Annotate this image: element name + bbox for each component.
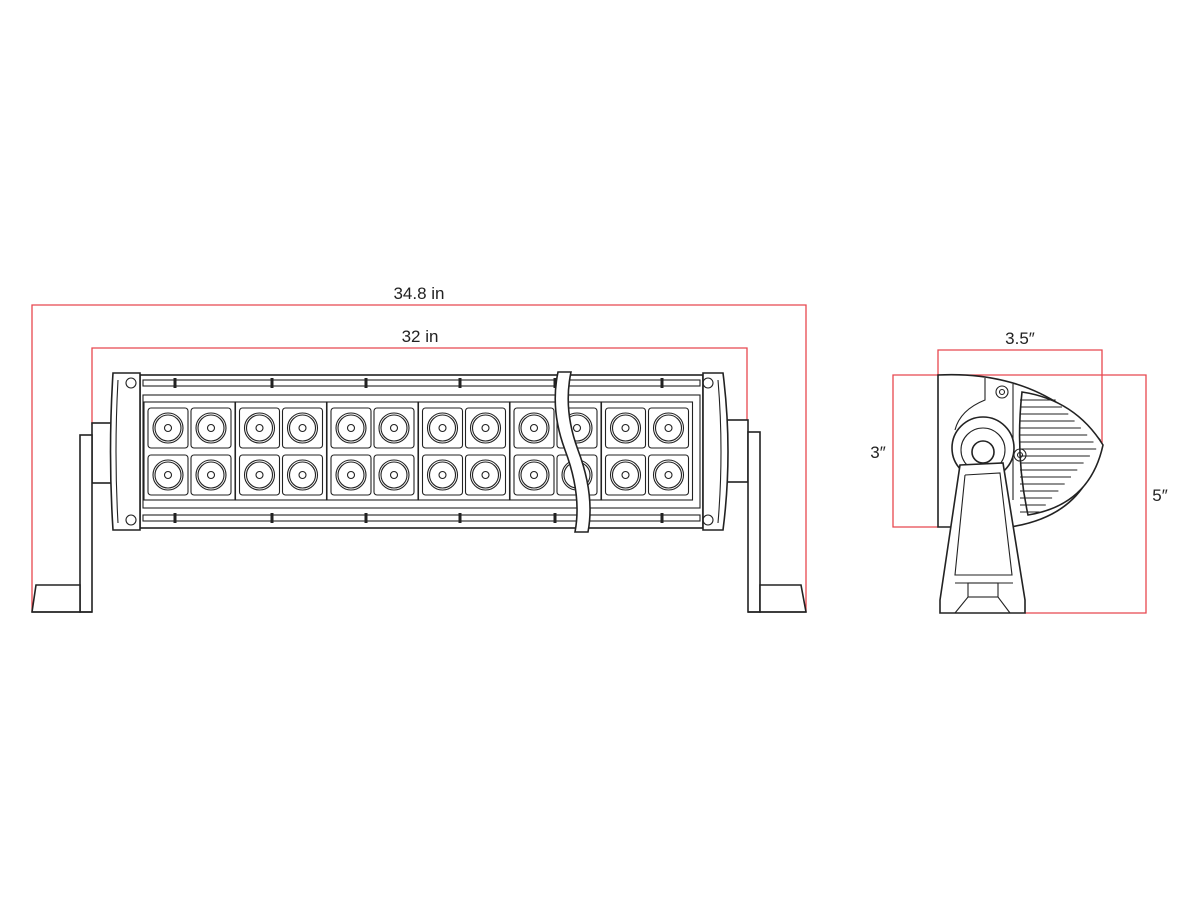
led-array [143, 401, 694, 501]
led-cell [190, 407, 232, 449]
led-cell [464, 454, 507, 496]
total-height-dimension [938, 374, 1147, 614]
total-height-label: 5″ [1152, 486, 1167, 505]
led-cell [373, 407, 415, 449]
depth-dimension [937, 349, 1103, 445]
led-cell [190, 454, 232, 496]
housing-height-dimension [892, 374, 938, 528]
led-module [600, 401, 694, 501]
led-cell [464, 407, 507, 449]
led-cell [281, 454, 324, 496]
led-cell [647, 407, 690, 449]
led-cell [281, 407, 324, 449]
right-mount-bracket [726, 419, 807, 613]
led-cell [330, 454, 372, 496]
led-cell [647, 454, 690, 496]
light-bar-housing [109, 372, 729, 531]
led-cell [421, 407, 464, 449]
led-cell [147, 454, 189, 496]
led-cell [147, 407, 189, 449]
overall-length-label: 34.8 in [393, 284, 444, 303]
led-cell [604, 454, 647, 496]
led-cell [604, 407, 647, 449]
led-cell [513, 407, 555, 449]
led-cell [373, 454, 415, 496]
led-cell [238, 454, 281, 496]
break-line [554, 371, 591, 533]
depth-label: 3.5″ [1005, 329, 1035, 348]
light-length-label: 32 in [402, 327, 439, 346]
led-cell [421, 454, 464, 496]
light-length-dimension [91, 347, 748, 425]
housing-height-label: 3″ [870, 443, 885, 462]
left-mount-bracket [31, 422, 115, 613]
overall-length-dimension [31, 304, 807, 612]
side-mount-bracket [939, 416, 1026, 614]
led-cell [330, 407, 372, 449]
led-cell [238, 407, 281, 449]
led-cell [513, 454, 555, 496]
